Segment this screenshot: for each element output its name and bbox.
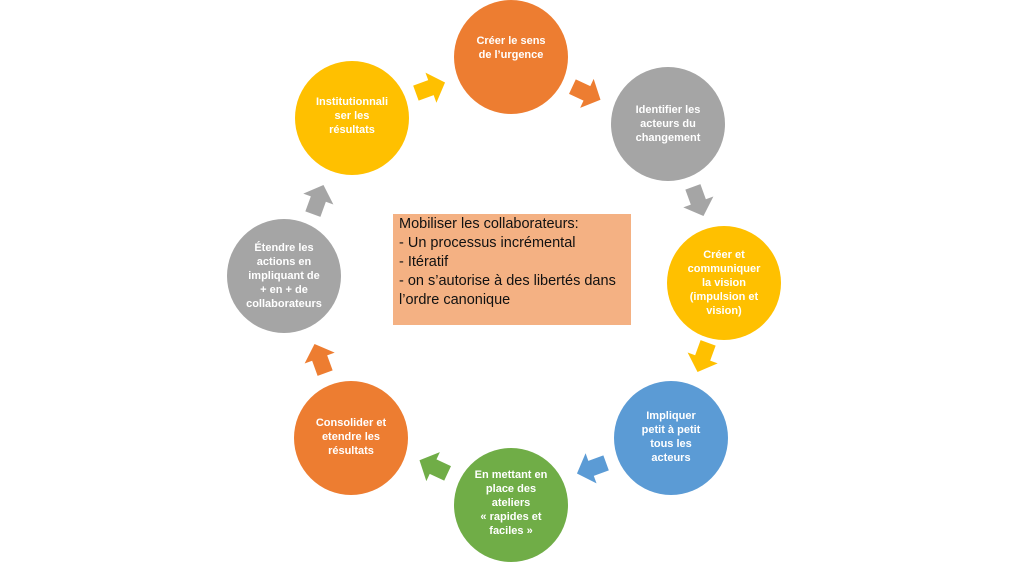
step-identify-actors: Identifier les acteurs du changement (611, 67, 725, 181)
box-line: - on s’autorise à des libertés dans (399, 273, 616, 289)
box-line: - Un processus incrémental (399, 235, 576, 251)
box-title: Mobiliser les collaborateurs: (399, 216, 579, 232)
step-label: Créer le sens de l’urgence (476, 35, 546, 61)
arrow-icon (304, 343, 335, 376)
step-label: En mettant en place des ateliers « rapid… (474, 469, 548, 537)
box-line: - Itératif (399, 254, 449, 270)
step-label: Créer et communiquer la vision (impulsio… (687, 249, 761, 317)
arrow-icon (419, 452, 451, 482)
arrow-icon (576, 453, 609, 484)
arrow-icon (569, 78, 601, 108)
arrow-icon (687, 340, 718, 373)
step-label: Consolider et etendre les résultats (315, 417, 387, 457)
step-label: Institutionnali ser les résultats (315, 96, 389, 136)
step-label: Identifier les acteurs du changement (635, 104, 701, 144)
box-line: l’ordre canonique (399, 292, 511, 308)
center-summary-box: Mobiliser les collaborateurs: - Un proce… (393, 214, 631, 325)
step-label: Étendre les actions en impliquant de + e… (246, 242, 322, 310)
arrow-icon (303, 184, 334, 217)
step-consolidate-results: Consolider et etendre les résultats (294, 381, 408, 495)
step-institutionalize: Institutionnali ser les résultats (295, 61, 409, 175)
step-create-vision: Créer et communiquer la vision (impulsio… (667, 226, 781, 340)
step-extend-actions: Étendre les actions en impliquant de + e… (227, 219, 341, 333)
step-label: Impliquer petit à petit tous les acteurs (641, 410, 701, 464)
step-workshops: En mettant en place des ateliers « rapid… (454, 448, 568, 562)
arrow-icon (413, 72, 446, 103)
step-involve-actors: Impliquer petit à petit tous les acteurs (614, 381, 728, 495)
arrow-icon (683, 184, 714, 217)
step-create-urgency: Créer le sens de l’urgence (454, 0, 568, 114)
